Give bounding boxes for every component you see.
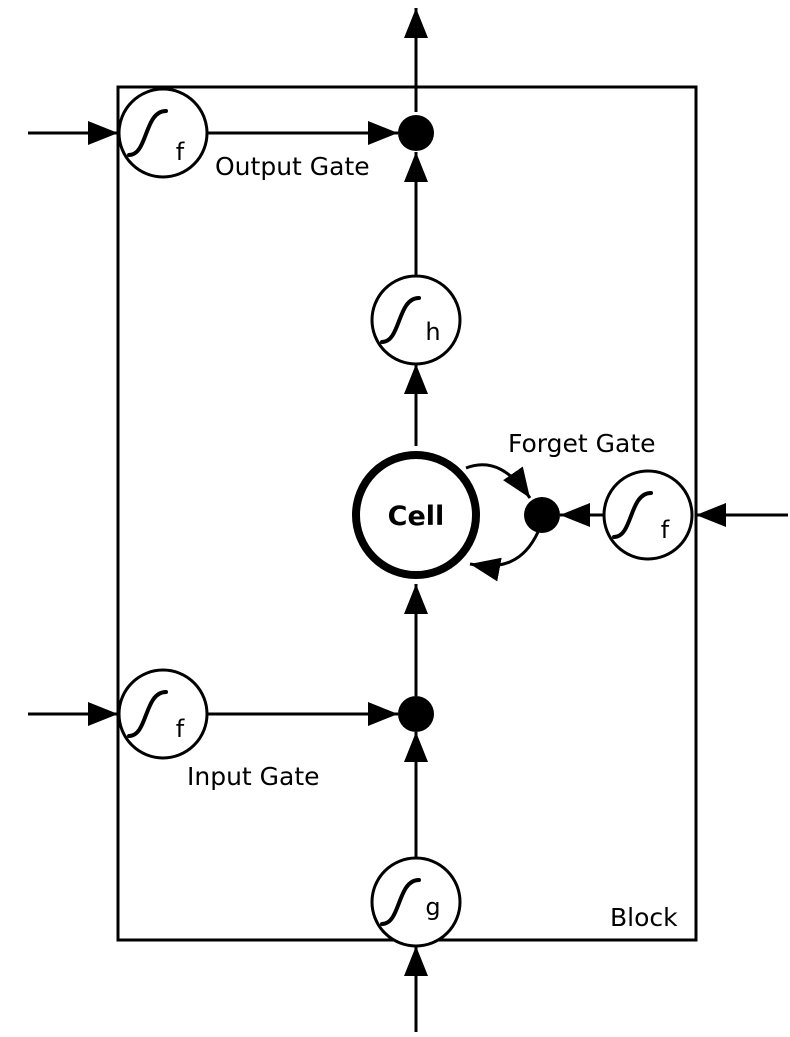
forget-multiplier-to-cell-arc	[469, 531, 540, 582]
h-unit-subscript: h	[425, 318, 440, 346]
output-multiplier-node	[398, 115, 434, 151]
cell-label: Cell	[388, 501, 445, 532]
input-gate-label: Input Gate	[187, 762, 320, 791]
output-gate-unit: f	[117, 87, 209, 179]
output-gate-unit-subscript: f	[176, 138, 185, 166]
forget-multiplier-node	[524, 497, 560, 533]
forget-gate-label: Forget Gate	[508, 429, 656, 458]
block-label: Block	[610, 903, 678, 932]
forget-gate-unit: f	[602, 469, 694, 561]
input-gate-unit: f	[117, 668, 209, 760]
output-gate-label: Output Gate	[215, 152, 370, 181]
forget-gate-unit-subscript: f	[661, 516, 670, 544]
cell-node: Cell	[352, 451, 480, 579]
h-unit: h	[370, 274, 462, 366]
g-unit-subscript: g	[425, 893, 440, 921]
cell-to-forget-multiplier-arc	[465, 463, 532, 499]
input-multiplier-node	[398, 696, 434, 732]
g-unit: g	[370, 856, 462, 948]
input-gate-unit-subscript: f	[176, 715, 185, 743]
